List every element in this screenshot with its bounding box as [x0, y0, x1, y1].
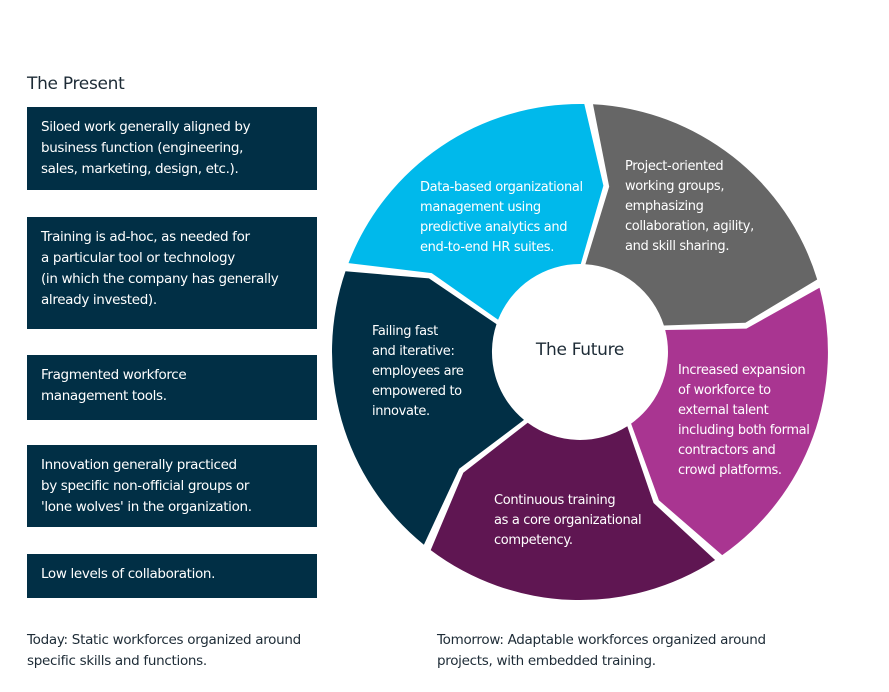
present-item-fragmented-tools: Fragmented workforce management tools.: [27, 355, 317, 420]
future-caption: Tomorrow: Adaptable workforces organized…: [437, 632, 766, 669]
present-item-ad-hoc-training: Training is ad-hoc, as needed for a part…: [27, 217, 317, 329]
wheel-segment-data-based-management: [585, 104, 818, 326]
wheel-segment-project-oriented-groups: [631, 287, 828, 556]
segment-text-project-oriented-groups: Project-oriented working groups, emphasi…: [625, 159, 754, 254]
present-item-siloed-work: Siloed work generally aligned by busines…: [27, 107, 317, 190]
segment-text-data-based-management: Data-based organizational management usi…: [420, 180, 583, 255]
segment-text-external-talent: Increased expansion of workforce to exte…: [678, 363, 810, 478]
wheel-segment-failing-fast: [348, 103, 604, 320]
segment-text-failing-fast: Failing fast and iterative: employees ar…: [372, 324, 464, 419]
wheel-segment-continuous-training: [332, 271, 524, 545]
present-title: The Present: [27, 74, 125, 94]
wheel-segment-external-talent: [430, 422, 716, 601]
future-title: The Future: [535, 340, 625, 360]
present-caption: Today: Static workforces organized aroun…: [27, 632, 301, 669]
segment-text-continuous-training: Continuous training as a core organizati…: [494, 493, 642, 548]
wheel-center-hub: [494, 266, 666, 438]
present-item-innovation-groups: Innovation generally practiced by specif…: [27, 445, 317, 527]
present-item-low-collaboration: Low levels of collaboration.: [27, 554, 317, 598]
